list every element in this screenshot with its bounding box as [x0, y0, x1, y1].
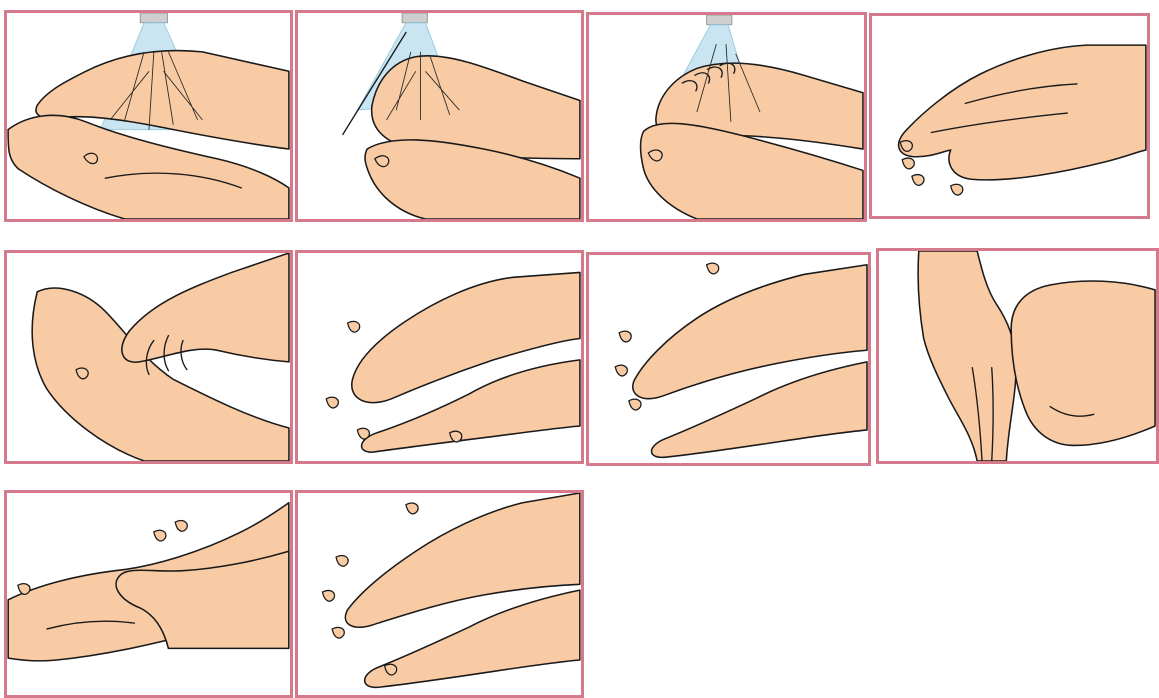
- step-5-panel: [4, 250, 293, 464]
- rinse-fingers-under-tap-icon: [589, 15, 864, 219]
- fingers-interlaced-icon: [298, 493, 581, 695]
- step-7-panel: [586, 252, 871, 466]
- step-9-panel: [4, 490, 293, 698]
- wet-hands-under-tap-icon: [7, 13, 290, 219]
- step-4-panel: [869, 13, 1150, 219]
- cupped-hands-under-tap-icon: [298, 13, 581, 219]
- step-6-panel: [295, 250, 584, 464]
- step-10-panel: [295, 490, 584, 698]
- rotational-thumb-rub-icon: [879, 251, 1156, 461]
- step-8-panel: [876, 248, 1159, 464]
- step-3-panel: [586, 12, 867, 222]
- back-of-hand-rub-icon: [872, 16, 1147, 216]
- step-2-panel: [295, 10, 584, 222]
- wrist-rub-icon: [7, 493, 290, 695]
- palm-to-palm-interlaced-icon: [589, 255, 868, 463]
- step-1-panel: [4, 10, 293, 222]
- back-of-hand-interlaced-icon: [298, 253, 581, 461]
- fingertips-in-palm-icon: [7, 253, 290, 461]
